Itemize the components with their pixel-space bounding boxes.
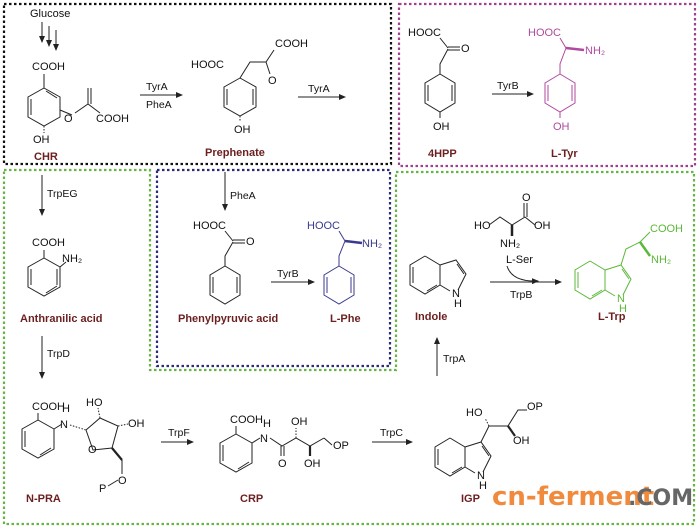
phenylalanine-box [155,168,392,368]
enzyme-tyrb-tyr: TyrB [497,80,519,92]
svg-text:HOOC: HOOC [307,220,340,232]
svg-text:O: O [461,43,470,55]
4hpp-label: 4HPP [428,148,457,160]
svg-text:O: O [64,113,73,125]
svg-text:COOH: COOH [96,113,129,125]
phenylpyruvic-structure: HOOC O [193,220,255,305]
npra-label: N-PRA [26,493,61,505]
igp-label: IGP [461,493,480,505]
svg-text:COOH: COOH [275,38,308,50]
svg-text:H: H [619,303,627,315]
svg-text:O: O [118,475,127,487]
enzyme-tyra-2: TyrA [308,83,330,95]
svg-text:OH: OH [234,124,251,136]
svg-text:O: O [522,192,531,204]
enzyme-phea: PheA [146,99,172,111]
svg-text:N: N [60,419,68,431]
svg-text:O: O [278,458,287,470]
svg-text:NH₂: NH₂ [651,254,671,266]
indole-structure: N H [409,255,467,310]
svg-text:OH: OH [33,134,50,146]
igp-structure: N H HO OH OP [434,401,543,492]
svg-text:O: O [246,236,255,248]
svg-text:COOH: COOH [32,401,65,413]
crp-label: CRP [240,493,263,505]
lser-label: L-Ser [506,254,533,266]
watermark-part2: .COM [628,486,693,511]
svg-text:HO: HO [474,220,491,232]
svg-text:O: O [88,444,97,456]
svg-text:HOOC: HOOC [408,27,441,39]
enzyme-phea-2: PheA [230,190,256,202]
svg-text:N: N [617,293,625,305]
enzyme-trpd: TrpD [47,348,70,360]
phenylpyruvic-label: Phenylpyruvic acid [178,313,278,325]
enzyme-trpc: TrpC [380,427,403,439]
chr-structure: COOH O COOH OH [27,61,129,146]
svg-text:HOOC: HOOC [193,220,226,232]
svg-text:HO: HO [466,407,483,419]
svg-text:COOH: COOH [230,414,263,426]
svg-text:OH: OH [433,121,450,133]
svg-text:NH₂: NH₂ [500,238,520,250]
watermark-part1: cn-ferment [492,482,654,512]
svg-text:N: N [452,288,460,300]
tyrosine-box [397,2,697,168]
svg-text:OH: OH [128,418,145,430]
crp-structure: COOH H N O OH OH OP [219,414,349,473]
ltyr-structure: HOOC NH₂ OH [528,27,605,133]
lser-structure: HO O OH NH₂ [474,192,551,250]
enzyme-tyrb-phe: TyrB [277,268,299,280]
svg-text:P: P [99,483,106,495]
svg-text:HO: HO [86,397,103,409]
svg-text:OH: OH [553,121,570,133]
svg-text:H: H [479,480,487,492]
tryptophan-box [2,168,696,526]
lphe-structure: HOOC NH₂ [307,220,382,305]
anthranilic-structure: COOH NH₂ [27,237,82,297]
svg-text:H: H [62,403,70,415]
svg-text:H: H [263,418,271,430]
prephenate-structure: HOOC COOH O OH [191,38,308,136]
anthranilic-label: Anthranilic acid [20,313,103,325]
prephenate-label: Prephenate [205,147,265,159]
4hpp-structure: HOOC O OH [408,27,470,133]
npra-structure: COOH H N HO OH O O P [21,397,145,495]
svg-text:COOH: COOH [650,223,683,235]
chr-label: CHR [34,151,58,163]
svg-text:OP: OP [333,440,349,452]
lphe-label: L-Phe [330,313,361,325]
svg-text:NH₂: NH₂ [585,45,605,57]
enzyme-trpa: TrpA [443,353,465,365]
svg-text:H: H [454,298,462,310]
ltrp-structure: N H COOH NH₂ [574,223,683,315]
svg-text:OH: OH [291,416,308,428]
svg-text:COOH: COOH [32,237,65,249]
chorismate-box [2,2,393,166]
enzyme-trpeg: TrpEG [47,188,78,200]
glucose-label: Glucose [30,8,70,20]
enzyme-tyra: TyrA [146,81,168,93]
svg-text:COOH: COOH [32,61,65,73]
enzyme-trpb: TrpB [510,289,532,301]
svg-text:HOOC: HOOC [528,27,561,39]
svg-text:N: N [477,470,485,482]
svg-text:HOOC: HOOC [191,59,224,71]
svg-text:N: N [260,433,268,445]
svg-text:OH: OH [513,435,530,447]
svg-text:OH: OH [534,220,551,232]
indole-label: Indole [415,311,447,323]
svg-text:NH₂: NH₂ [362,238,382,250]
svg-text:NH₂: NH₂ [62,253,82,265]
svg-text:OP: OP [527,401,543,413]
ltyr-label: L-Tyr [551,148,578,160]
ltrp-label: L-Trp [598,311,626,323]
svg-text:OH: OH [304,458,321,470]
enzyme-trpf: TrpF [168,427,190,439]
svg-text:O: O [268,75,277,87]
